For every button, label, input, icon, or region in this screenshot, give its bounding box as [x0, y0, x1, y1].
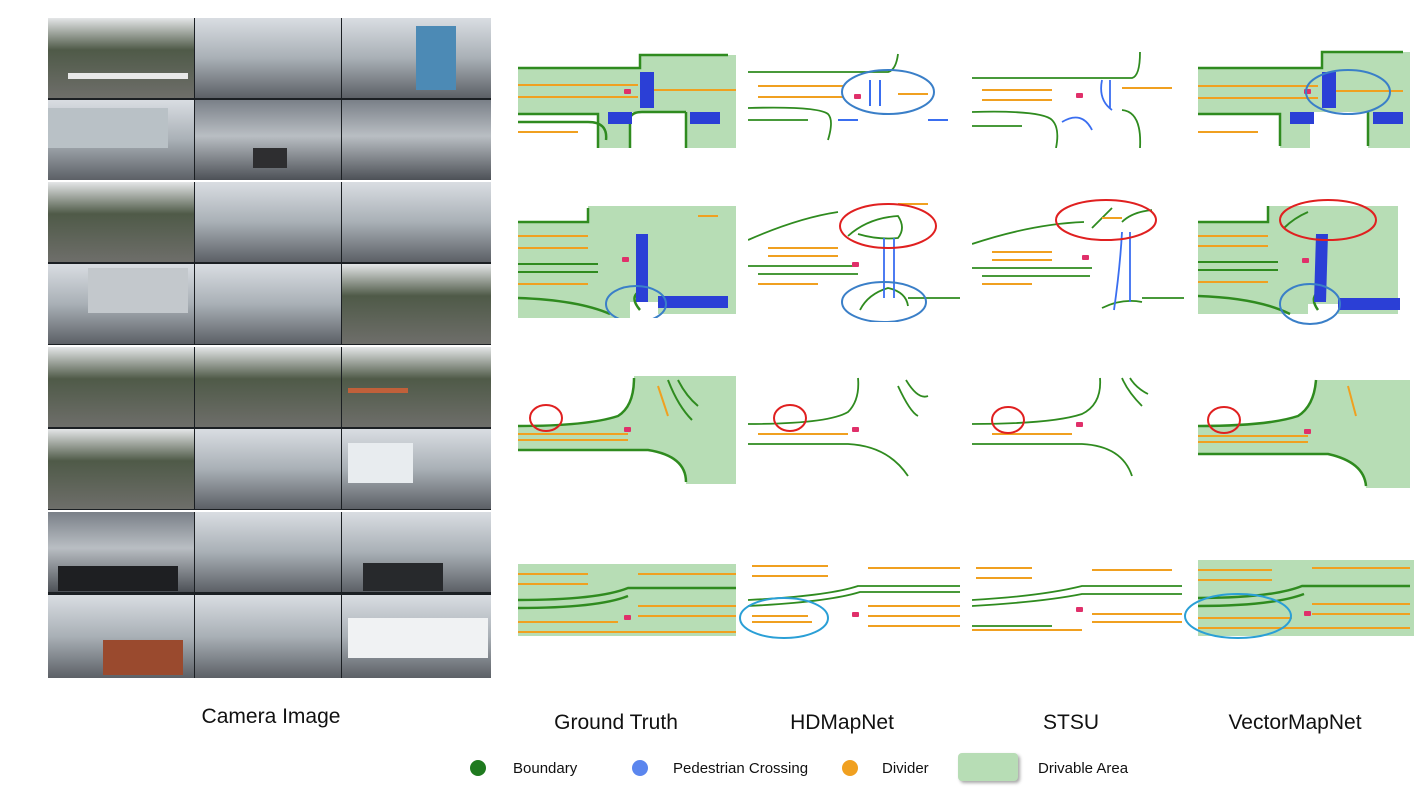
camera-row-5 [48, 347, 491, 427]
column-label-ground-truth: Ground Truth [554, 711, 678, 734]
map-stsu-row4 [972, 556, 1184, 642]
legend-boundary-marker [470, 760, 486, 776]
legend-pedestrian-crossing-label: Pedestrian Crossing [673, 760, 809, 777]
camera-row-6 [48, 429, 491, 509]
map-vectormapnet-row1 [1198, 46, 1410, 148]
camera-group-separators [48, 180, 491, 512]
map-stsu-row2 [972, 198, 1184, 322]
column-label-vectormapnet: VectorMapNet [1228, 711, 1362, 734]
camera-row-4 [48, 264, 491, 344]
legend-drivable-area-swatch [958, 753, 1018, 781]
column-label-hdmapnet: HDMapNet [790, 711, 894, 734]
camera-row-2 [48, 100, 491, 180]
legend-drivable-area-label: Drivable Area [1038, 760, 1129, 777]
map-gt-row4 [518, 560, 736, 640]
column-label-stsu: STSU [1042, 711, 1100, 734]
column-label-camera: Camera Image [201, 705, 341, 728]
map-hdmapnet-row3 [748, 376, 960, 484]
camera-row-3 [48, 182, 491, 262]
legend-pedestrian-crossing-marker [632, 760, 648, 776]
camera-row-8 [48, 595, 491, 678]
camera-image-grid [48, 18, 491, 678]
legend-divider-label: Divider [882, 760, 929, 777]
map-gt-row2 [518, 206, 736, 318]
map-hdmapnet-row1 [748, 50, 960, 148]
map-vectormapnet-row4 [1182, 556, 1414, 642]
camera-row-1 [48, 18, 491, 98]
legend-boundary-label: Boundary [513, 760, 578, 777]
map-vectormapnet-row3 [1198, 376, 1410, 488]
legend-divider-marker [842, 760, 858, 776]
map-hdmapnet-row4 [738, 556, 960, 642]
map-stsu-row3 [972, 376, 1184, 484]
camera-row-7 [48, 512, 491, 592]
map-vectormapnet-row2 [1198, 198, 1410, 326]
camera-thumbnails [48, 18, 491, 678]
map-gt-row1 [518, 50, 736, 148]
map-gt-row3 [518, 376, 736, 484]
map-hdmapnet-row2 [748, 198, 960, 322]
map-stsu-row1 [972, 50, 1184, 148]
